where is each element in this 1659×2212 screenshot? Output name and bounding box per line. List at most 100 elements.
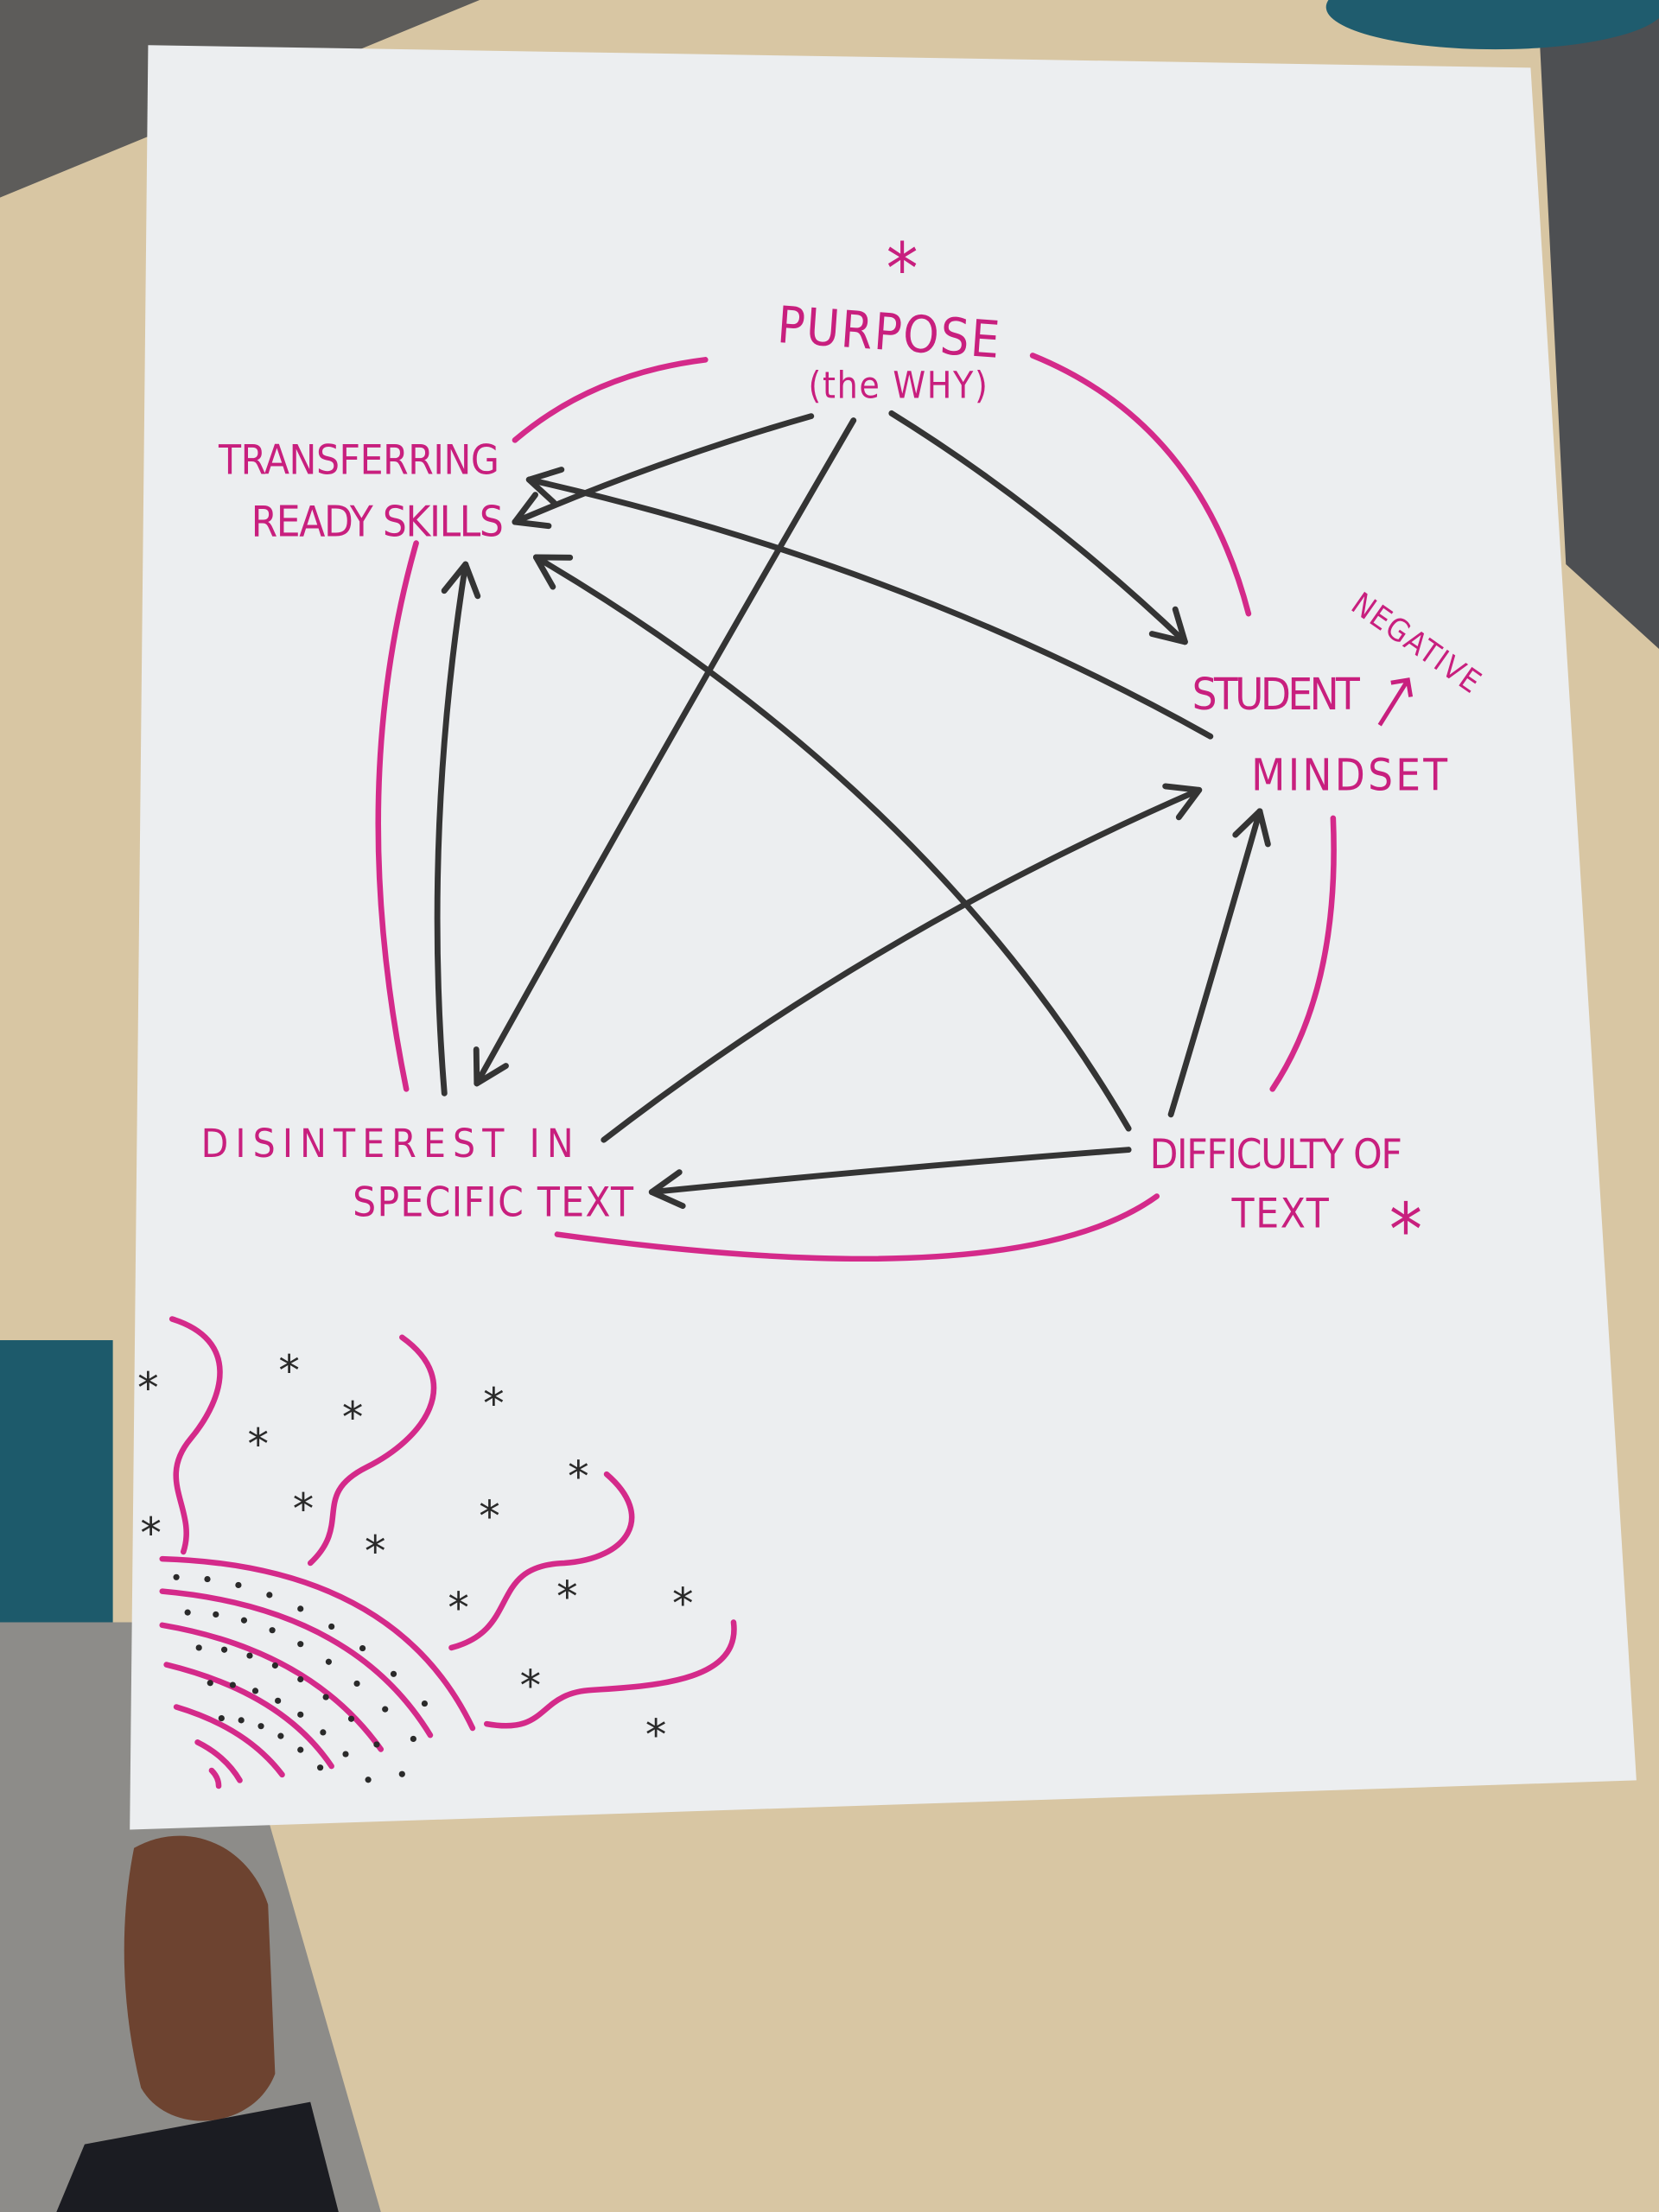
dot-doodle <box>213 1611 219 1618</box>
arrowhead-icon <box>1232 808 1271 848</box>
arrowhead-icon <box>473 1046 509 1087</box>
node-label-line2: TEXT <box>1231 1190 1331 1237</box>
arrowhead-icon <box>532 554 574 590</box>
dot-doodle <box>410 1735 416 1743</box>
arc-difficulty-disinterest <box>554 1193 1160 1262</box>
arrowhead-icon <box>441 561 481 600</box>
star-doodle-icon: * <box>448 1584 468 1633</box>
star-doodle-icon: * <box>140 1509 161 1558</box>
dot-doodle <box>204 1576 211 1583</box>
dot-doodle <box>342 1751 349 1758</box>
star-doodle-icon: * <box>479 1491 499 1541</box>
dot-doodle <box>297 1641 304 1648</box>
dot-doodle <box>195 1644 202 1651</box>
arrowhead-icon <box>1162 783 1203 821</box>
star-doodle-icon: * <box>520 1661 541 1710</box>
arrow-purpose-to-mindset <box>888 410 1188 645</box>
dot-doodle <box>353 1680 360 1688</box>
arrowhead-icon <box>648 1169 686 1210</box>
star-doodle-icon: * <box>248 1420 269 1469</box>
paper-sheet <box>130 45 1637 1830</box>
cycle-arcs <box>375 353 1337 1262</box>
star-doodle-icon: * <box>483 1379 504 1428</box>
dot-doodle <box>266 1592 273 1599</box>
dot-doodle <box>269 1627 276 1634</box>
arrow-mindset-to-transferring <box>525 476 1214 740</box>
arc-mindset-difficulty <box>1269 815 1337 1092</box>
node-label-line1: DIFFICULTY OF <box>1150 1131 1404 1179</box>
dot-doodle <box>347 1715 355 1722</box>
up-arrow-icon <box>1377 677 1414 727</box>
dot-doodle <box>359 1645 366 1652</box>
dot-doodle <box>297 1675 304 1683</box>
star-doodle-icon: * <box>645 1710 666 1759</box>
arc-purpose-transferring <box>512 357 709 443</box>
dot-doodle <box>240 1617 248 1624</box>
node-difficulty: DIFFICULTY OF TEXT * <box>1150 1131 1424 1274</box>
dot-doodle <box>218 1714 225 1722</box>
star-doodle-icon: * <box>672 1580 693 1629</box>
dot-doodle <box>297 1605 304 1612</box>
arrowhead-icon <box>1148 606 1188 645</box>
dot-doodle <box>398 1770 405 1777</box>
arrow-disinterest-to-mindset <box>601 786 1203 1143</box>
chair-left <box>0 1340 113 1623</box>
dot-doodle <box>207 1680 213 1687</box>
arrow-difficulty-to-disinterest <box>648 1147 1132 1196</box>
arc-purpose-mindset <box>1029 353 1252 617</box>
dot-doodle <box>328 1623 335 1630</box>
arrows <box>434 410 1271 1210</box>
arrow-purpose-to-disinterest <box>474 417 857 1087</box>
dot-doodle <box>275 1697 282 1704</box>
dot-doodle <box>184 1609 191 1616</box>
star-doodle-icon: * <box>365 1527 385 1576</box>
star-doodle-icon: * <box>137 1363 158 1413</box>
dot-doodle <box>235 1581 242 1589</box>
dot-doodle <box>221 1646 228 1653</box>
trouser <box>56 2101 339 2212</box>
floor-right <box>1537 0 1659 650</box>
node-label-line1: TRANSFERRING <box>218 437 501 485</box>
dot-doodle <box>390 1670 397 1677</box>
star-icon: * <box>1389 1188 1424 1274</box>
node-label-line2: (the WHY) <box>808 365 988 407</box>
arrowhead-icon <box>512 492 552 530</box>
dot-doodle <box>229 1681 236 1688</box>
node-label-line2: SPECIFIC TEXT <box>353 1179 635 1226</box>
dot-doodle <box>317 1764 324 1771</box>
dot-doodle <box>320 1729 327 1736</box>
dot-doodle <box>373 1741 380 1748</box>
dot-doodle <box>325 1658 332 1665</box>
dot-doodle <box>365 1777 372 1783</box>
star-icon: * <box>887 229 919 311</box>
chair-top-right <box>1325 0 1659 50</box>
dot-doodle <box>238 1717 245 1724</box>
node-label-line1: STUDENT <box>1192 669 1362 720</box>
node-label-line2: MINDSET <box>1251 749 1449 800</box>
star-doodle-icon: * <box>278 1346 299 1395</box>
dot-doodle <box>322 1694 329 1700</box>
shoe <box>124 1835 276 2121</box>
dot-doodle <box>257 1723 264 1730</box>
dot-doodle <box>251 1688 259 1694</box>
doodle-drawing: *************** <box>137 1316 737 1789</box>
node-purpose: * PURPOSE (the WHY) <box>775 229 1002 408</box>
dot-doodle <box>421 1700 429 1707</box>
node-transferring: TRANSFERRING READY SKILLS <box>218 437 505 547</box>
arc-disinterest-transferring <box>375 540 419 1092</box>
star-doodle-icon: * <box>293 1484 314 1534</box>
star-doodle-icon: * <box>556 1572 577 1621</box>
dot-doodle <box>246 1652 253 1659</box>
dot-doodle <box>277 1732 284 1739</box>
dot-doodle <box>297 1746 304 1753</box>
dot-doodle <box>271 1662 278 1669</box>
arrow-difficulty-to-transferring <box>532 554 1132 1132</box>
arrow-difficulty-to-mindset <box>1167 808 1263 1118</box>
node-label-line2: READY SKILLS <box>251 497 505 546</box>
dot-doodle <box>297 1711 304 1718</box>
star-doodle-icon: * <box>568 1452 588 1502</box>
dot-doodle <box>382 1706 389 1713</box>
arrowhead-icon <box>525 467 565 506</box>
dot-doodle <box>173 1573 180 1580</box>
